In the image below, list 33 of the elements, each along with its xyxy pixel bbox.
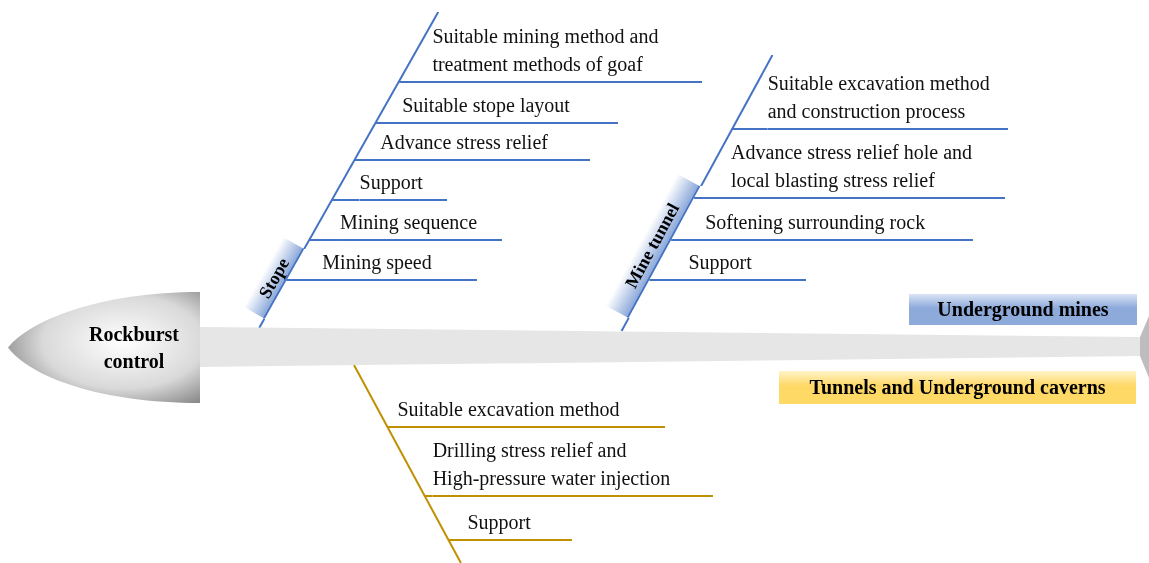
head-label: Rockburst control xyxy=(88,322,180,374)
cause-label: Support xyxy=(359,168,447,201)
connector-line xyxy=(386,426,399,428)
category-band: Underground mines xyxy=(909,294,1137,325)
connector-line xyxy=(670,239,707,241)
connector-line xyxy=(330,199,361,201)
connector-line xyxy=(258,317,266,329)
cause-label: Softening surrounding rock xyxy=(705,208,973,241)
cause-label: Support xyxy=(688,248,806,281)
cause-label: Suitable stope layout xyxy=(402,91,618,124)
cause-label: Advance stress relief hole and local blasting stress relief xyxy=(731,138,1005,199)
connector-line xyxy=(353,159,382,161)
cause-label: Suitable excavation method xyxy=(397,395,665,428)
connector-line xyxy=(693,197,733,199)
connector-line xyxy=(447,539,469,541)
connector-line xyxy=(620,316,630,332)
cause-label: Suitable mining method and treatment methods of goaf xyxy=(432,22,702,83)
cause-label: Advance stress relief xyxy=(380,128,590,161)
connector-line xyxy=(397,81,434,83)
category-band: Tunnels and Underground caverns xyxy=(779,371,1136,404)
cause-label: Mining sequence xyxy=(339,208,502,241)
connector-line xyxy=(285,279,324,281)
connector-line xyxy=(307,239,341,241)
bullet-head-shape xyxy=(8,292,200,403)
cause-label: Suitable excavation method and construction process xyxy=(767,69,1008,130)
connector-line xyxy=(423,495,434,497)
category-tab: Stope xyxy=(243,237,304,319)
cause-label: Mining speed xyxy=(322,248,477,281)
cause-label: Support xyxy=(467,508,572,541)
connector-line xyxy=(648,279,690,281)
connector-line xyxy=(374,122,404,124)
connector-line xyxy=(730,128,769,130)
cause-label: Drilling stress relief and High-pressure water injection xyxy=(432,436,713,497)
